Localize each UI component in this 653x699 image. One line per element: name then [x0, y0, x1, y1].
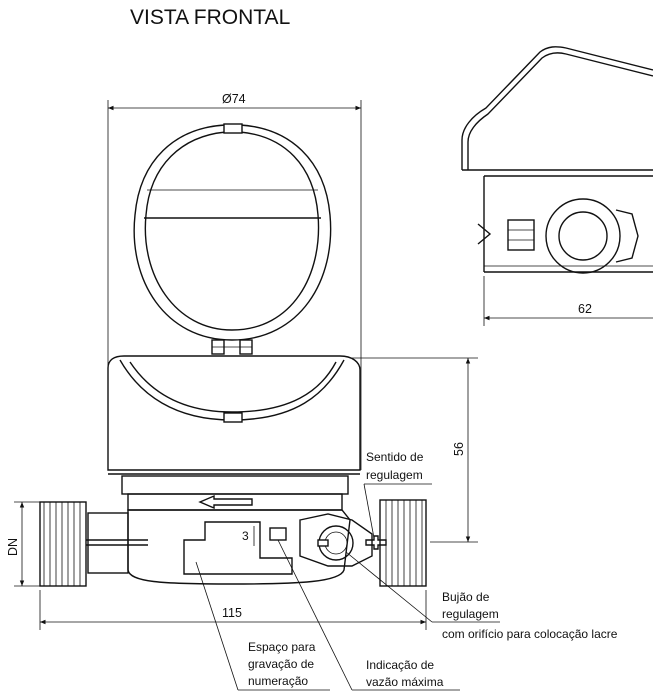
callout-indicacao-line2: vazão máxima: [366, 675, 444, 689]
dn-dimension: DN: [6, 538, 20, 556]
callout-bujao-line3: com orifício para colocação lacre: [442, 627, 618, 641]
callout-sentido-line2: regulagem: [366, 468, 423, 482]
callout-sentido-line1: Sentido de: [366, 450, 424, 464]
right-thread: [379, 499, 427, 587]
callout-espaco-line2: gravação de: [248, 657, 314, 671]
callout-bujao-line1: Bujão de: [442, 590, 490, 604]
small-dimension: 3: [242, 529, 249, 543]
length-dimension: 115: [222, 606, 242, 620]
side-view: 62: [461, 46, 653, 326]
front-view: Ø74: [6, 92, 478, 630]
meter-body: 3: [86, 475, 387, 585]
callout-sentido: Sentido de regulagem: [363, 450, 432, 539]
callout-bujao: Bujão de regulagem com orifício para col…: [345, 551, 618, 641]
height-dimension: 56: [452, 442, 466, 456]
meter-lid: [133, 123, 332, 355]
diameter-dimension: Ø74: [222, 92, 246, 106]
callout-espaco: Espaço para gravação de numeração: [195, 561, 330, 691]
callout-indicacao: Indicação de vazão máxima: [277, 539, 460, 691]
depth-dimension: 62: [578, 302, 592, 316]
register-housing: [107, 355, 361, 475]
page-title: VISTA FRONTAL: [130, 6, 290, 29]
callout-indicacao-line1: Indicação de: [366, 658, 434, 672]
callout-espaco-line1: Espaço para: [248, 640, 316, 654]
callout-espaco-line3: numeração: [248, 674, 308, 688]
callout-bujao-line2: regulagem: [442, 607, 499, 621]
left-thread: [39, 501, 87, 587]
